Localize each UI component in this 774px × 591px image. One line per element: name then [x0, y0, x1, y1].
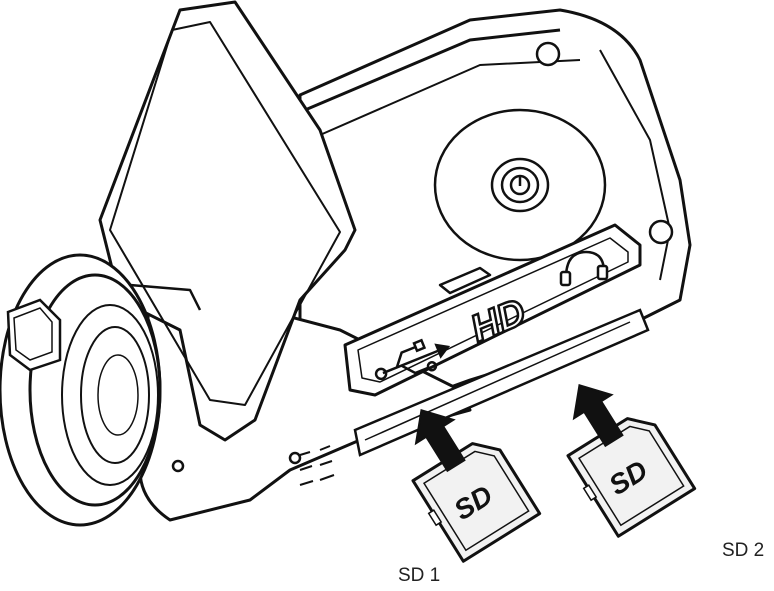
housing-screws	[171, 41, 674, 473]
sd-card-1: SD	[411, 442, 542, 563]
usb-icon	[374, 338, 451, 381]
sd-card-1-label: SD 1	[398, 565, 441, 586]
insert-arrow-icon	[414, 409, 466, 473]
sd-card-2: SD	[566, 417, 697, 538]
power-icon	[509, 174, 531, 196]
lens-assembly	[0, 253, 162, 527]
grip-vents	[299, 445, 335, 486]
sd-card-2-label: SD 2	[722, 540, 765, 561]
insert-arrow-icon-2	[572, 384, 624, 448]
lens-cover	[6, 298, 62, 372]
headphone-icon	[559, 250, 609, 287]
